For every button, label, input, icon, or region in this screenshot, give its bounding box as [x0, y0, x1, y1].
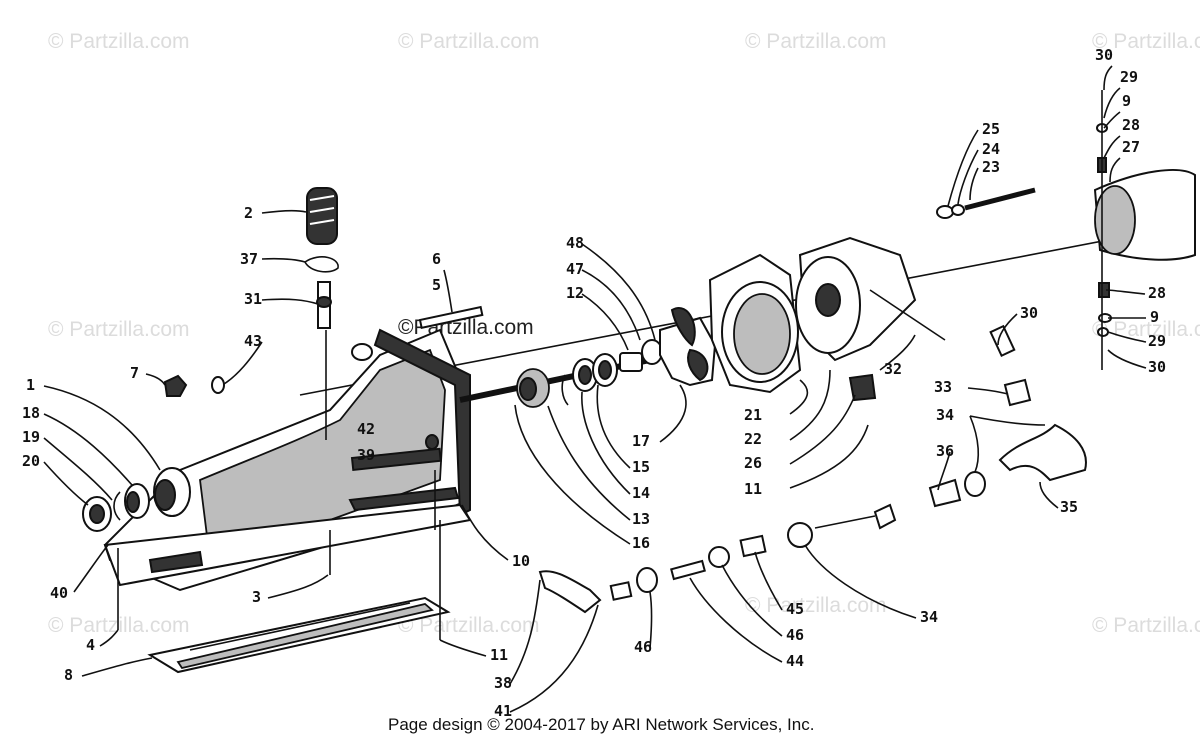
callout-24[interactable]: 24	[982, 140, 1000, 158]
callout-42[interactable]: 42	[357, 420, 375, 438]
callout-29[interactable]: 29	[1120, 68, 1138, 86]
callout-13[interactable]: 13	[632, 510, 650, 528]
callout-1[interactable]: 1	[26, 376, 35, 394]
callout-26[interactable]: 26	[744, 454, 762, 472]
watermark: © Partzilla.com	[745, 30, 887, 53]
leader-lines	[43, 65, 1147, 713]
pump-housing	[103, 328, 472, 592]
callout-28-lower[interactable]: 28	[1148, 284, 1166, 302]
callout-16[interactable]: 16	[632, 534, 650, 552]
callout-34[interactable]: 34	[936, 406, 954, 424]
callout-18[interactable]: 18	[22, 404, 40, 422]
callout-46-right[interactable]: 46	[786, 626, 804, 644]
impeller	[659, 307, 717, 387]
callout-7[interactable]: 7	[130, 364, 139, 382]
callout-40[interactable]: 40	[50, 584, 68, 602]
callout-11-bottom[interactable]: 11	[490, 646, 508, 664]
callout-37[interactable]: 37	[240, 250, 258, 268]
callout-25[interactable]: 25	[982, 120, 1000, 138]
callout-8[interactable]: 8	[64, 666, 73, 684]
drive-shaft-group	[459, 339, 663, 408]
callout-9[interactable]: 9	[1122, 92, 1131, 110]
callout-30-lower[interactable]: 30	[1148, 358, 1166, 376]
watermark: © Partzilla.com	[398, 30, 540, 53]
watermark: © Partzilla.com	[1092, 614, 1200, 637]
callout-11-right[interactable]: 11	[744, 480, 762, 498]
tie-rod	[869, 187, 1036, 357]
callout-12[interactable]: 12	[566, 284, 584, 302]
callout-27[interactable]: 27	[1122, 138, 1140, 156]
callout-17[interactable]: 17	[632, 432, 650, 450]
callout-23[interactable]: 23	[982, 158, 1000, 176]
small-hardware	[117, 305, 484, 640]
callout-29-lower[interactable]: 29	[1148, 332, 1166, 350]
callout-6[interactable]: 6	[432, 250, 441, 268]
callout-4[interactable]: 4	[86, 636, 95, 654]
callout-20[interactable]: 20	[22, 452, 40, 470]
cooling-line	[538, 378, 1087, 614]
watermark: © Partzilla.com	[48, 318, 190, 341]
callout-44[interactable]: 44	[786, 652, 804, 670]
callout-15[interactable]: 15	[632, 458, 650, 476]
callout-31[interactable]: 31	[244, 290, 262, 308]
callout-3[interactable]: 3	[252, 588, 261, 606]
steering-nozzle	[1093, 90, 1196, 370]
bottom-plate	[147, 596, 451, 674]
stator-housing	[708, 253, 802, 394]
spring-assembly	[304, 187, 339, 440]
watermark: © Partzilla.com	[48, 30, 190, 53]
callout-34-lower[interactable]: 34	[920, 608, 938, 626]
callout-9-lower[interactable]: 9	[1150, 308, 1159, 326]
callout-32[interactable]: 32	[884, 360, 902, 378]
callout-39[interactable]: 39	[357, 446, 375, 464]
callout-10[interactable]: 10	[512, 552, 530, 570]
watermark: © Partzilla.com	[745, 594, 887, 617]
callout-2[interactable]: 2	[244, 204, 253, 222]
callout-21[interactable]: 21	[744, 406, 762, 424]
callout-41[interactable]: 41	[494, 702, 512, 720]
copyright-footer: Page design © 2004-2017 by ARI Network S…	[388, 715, 814, 734]
callout-35[interactable]: 35	[1060, 498, 1078, 516]
callout-labels: 30 29 9 28 27 25 24 23 2 37 31 6 5 48 47…	[22, 46, 1166, 720]
callout-45[interactable]: 45	[786, 600, 804, 618]
callout-36[interactable]: 36	[936, 442, 954, 460]
callout-30[interactable]: 30	[1095, 46, 1113, 64]
callout-5[interactable]: 5	[432, 276, 441, 294]
callout-47[interactable]: 47	[566, 260, 584, 278]
seal-ring-stack	[82, 467, 191, 532]
callout-22[interactable]: 22	[744, 430, 762, 448]
callout-46-left[interactable]: 46	[634, 638, 652, 656]
callout-19[interactable]: 19	[22, 428, 40, 446]
callout-38[interactable]: 38	[494, 674, 512, 692]
watermark: © Partzilla.com	[1092, 30, 1200, 53]
callout-43[interactable]: 43	[244, 332, 262, 350]
callout-30-mid[interactable]: 30	[1020, 304, 1038, 322]
callout-14[interactable]: 14	[632, 484, 650, 502]
callout-48[interactable]: 48	[566, 234, 584, 252]
callout-28[interactable]: 28	[1122, 116, 1140, 134]
watermark: © Partzilla.com	[398, 614, 540, 637]
callout-33[interactable]: 33	[934, 378, 952, 396]
pump-case	[795, 236, 917, 402]
